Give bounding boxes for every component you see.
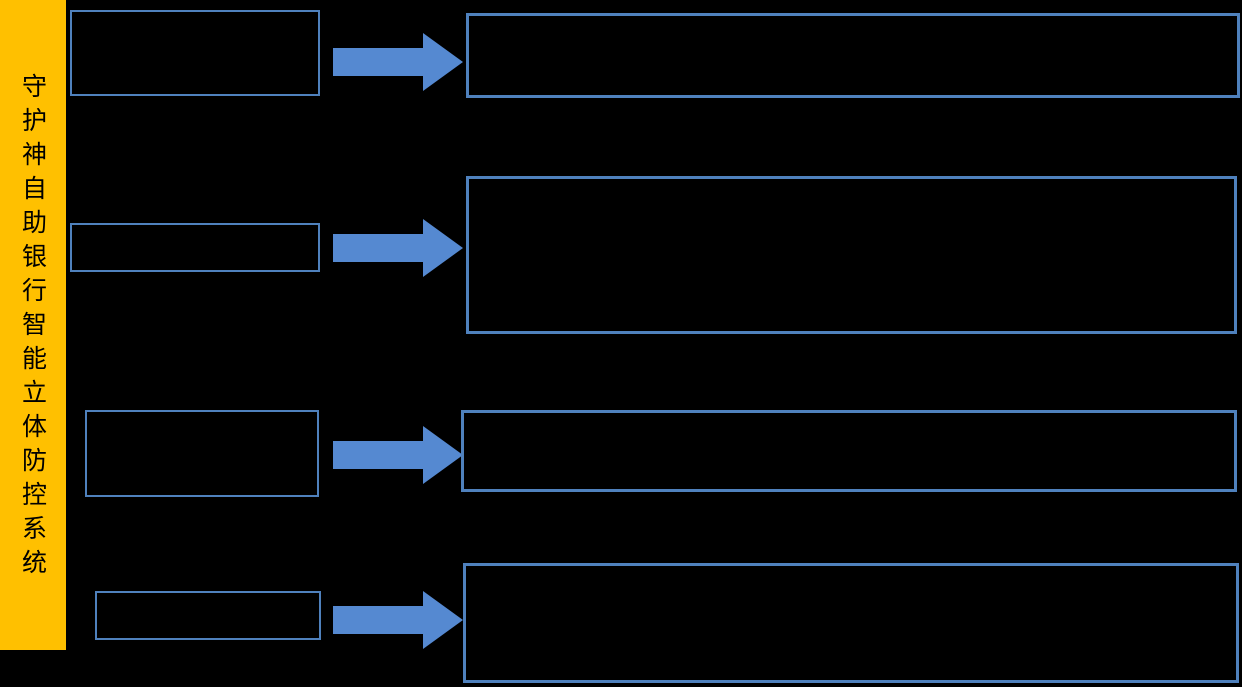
flow-row-4-target-box — [463, 563, 1239, 683]
right-arrow-icon — [333, 219, 463, 277]
system-title: 守护神自助银行智能立体防控系统 — [18, 73, 48, 583]
right-arrow-icon — [333, 33, 463, 91]
right-arrow-icon — [333, 591, 463, 649]
flow-row-3-source-box — [85, 410, 319, 497]
flow-row-1-source-box — [70, 10, 320, 96]
flow-row-1-target-box — [466, 13, 1240, 98]
flow-row-2-source-box — [70, 223, 320, 272]
flow-row-4-source-box — [95, 591, 321, 640]
title-banner: 守护神自助银行智能立体防控系统 — [0, 0, 66, 650]
flow-row-2-target-box — [466, 176, 1237, 334]
flow-row-3-target-box — [461, 410, 1237, 492]
right-arrow-icon — [333, 426, 463, 484]
